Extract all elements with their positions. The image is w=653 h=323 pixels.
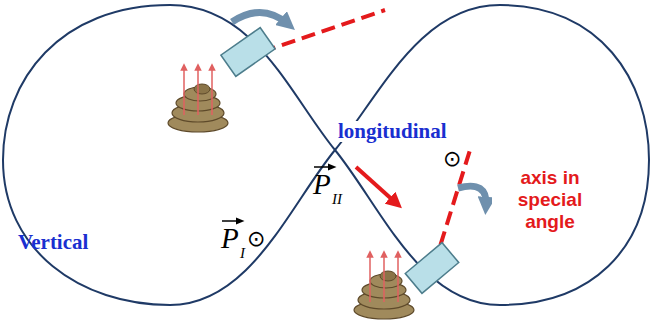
polarization-symbol: P bbox=[313, 170, 331, 199]
vector-arrow bbox=[314, 166, 332, 168]
rotation-arrow bbox=[232, 12, 288, 24]
figure-eight-ring bbox=[3, 5, 649, 305]
mode-label: longitudinal bbox=[336, 121, 449, 142]
subscript: II bbox=[332, 192, 342, 207]
spin-arrow bbox=[211, 67, 213, 115]
spin-arrow bbox=[183, 67, 185, 115]
snake-magnet bbox=[221, 28, 275, 77]
snake-picture bbox=[354, 254, 414, 319]
vector-arrow bbox=[222, 220, 240, 222]
rotation-arrow bbox=[458, 186, 486, 206]
snake-head bbox=[194, 84, 210, 94]
snake-magnet bbox=[405, 243, 458, 294]
snake-picture bbox=[168, 67, 228, 132]
spin-arrow bbox=[397, 254, 399, 302]
subscript: I bbox=[240, 246, 245, 261]
spin-arrow bbox=[369, 254, 371, 302]
mode-label: Vertical bbox=[18, 232, 88, 253]
spin-arrow bbox=[383, 254, 385, 302]
polarization-arrow bbox=[356, 167, 396, 203]
spin-arrow bbox=[197, 67, 199, 115]
out-of-page-symbol: ⊙ bbox=[247, 228, 265, 250]
axis-note: axis in special angle bbox=[492, 167, 608, 233]
snake-head bbox=[380, 271, 396, 281]
out-of-page-symbol: ⊙ bbox=[443, 148, 461, 170]
polarization-symbol: P bbox=[221, 224, 239, 253]
